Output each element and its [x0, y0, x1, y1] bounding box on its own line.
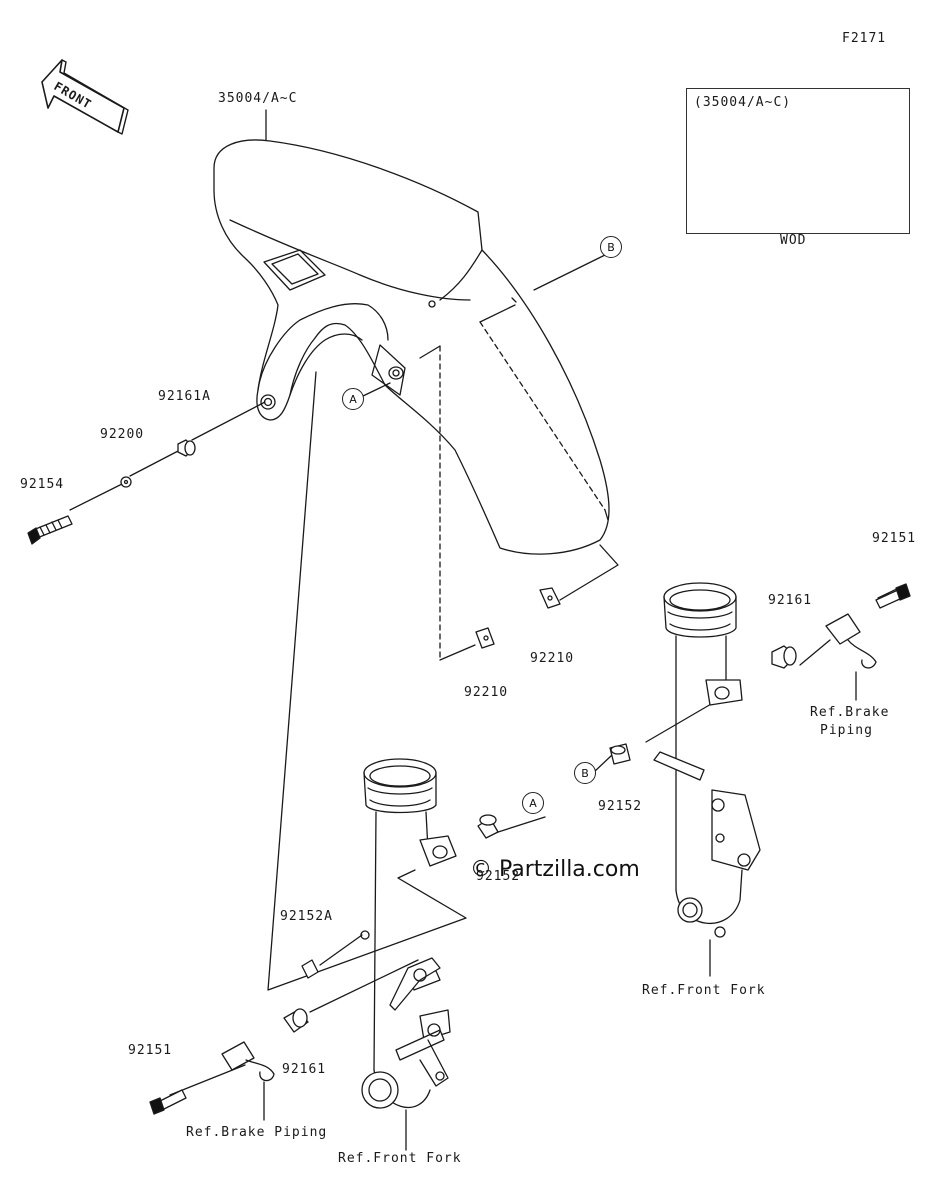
nut-92210-left-part: [475, 627, 495, 649]
part-label-92200: 92200: [100, 427, 145, 442]
callout-b-fork: B: [574, 762, 596, 784]
ref-front-fork-right: Ref.Front Fork: [642, 983, 766, 998]
part-label-92210-right: 92210: [530, 651, 575, 666]
part-label-92152-b: 92152: [598, 799, 643, 814]
left-fork-part: [360, 758, 457, 1109]
callout-a-fender: A: [342, 388, 364, 410]
callout-b-fender: B: [600, 236, 622, 258]
part-label-92161-left: 92161: [282, 1062, 327, 1077]
part-label-92151-left: 92151: [128, 1043, 173, 1058]
inset-caption: WOD: [780, 233, 807, 248]
part-label-92161a: 92161A: [158, 389, 211, 404]
nut-92210-right-part: [539, 587, 561, 609]
ref-brake-piping-right-line2: Piping: [820, 723, 873, 738]
front-arrow-icon: [41, 59, 129, 135]
figure-code: F2171: [842, 31, 887, 46]
part-label-92161-right: 92161: [768, 593, 813, 608]
inset-title: (35004/A~C): [694, 95, 792, 110]
brake-clamp-left-part: [221, 1041, 275, 1082]
washer-92200-part: [120, 476, 132, 488]
watermark: © Partzilla.com: [470, 857, 640, 882]
part-label-92154: 92154: [20, 477, 65, 492]
front-fender-part: [213, 139, 610, 661]
bolt-92154-part: [27, 515, 73, 545]
part-label-92152a: 92152A: [280, 909, 333, 924]
bolt-92152-a-part: [477, 814, 499, 839]
collar-92161-right-part: [771, 645, 797, 669]
bolt-92151-left-part: [149, 1089, 187, 1115]
bolt-92152-b-part: [609, 743, 631, 765]
part-label-35004: 35004/A~C: [218, 91, 298, 106]
callout-a-fork: A: [522, 792, 544, 814]
reference-leaders: [263, 671, 857, 1151]
inset-box: [686, 88, 910, 234]
collar-92161-left-part: [283, 1008, 309, 1033]
ref-brake-piping-left: Ref.Brake Piping: [186, 1125, 328, 1140]
right-fork-part: [653, 582, 761, 938]
ref-front-fork-left: Ref.Front Fork: [338, 1151, 462, 1166]
bolt-92151-right-part: [875, 583, 911, 609]
bolt-92152a-part: [301, 959, 319, 979]
part-label-92152-a: 92152: [476, 869, 521, 884]
collar-92161a-part: [177, 439, 196, 457]
part-label-92210-left: 92210: [464, 685, 509, 700]
part-label-92151-right: 92151: [872, 531, 917, 546]
ref-brake-piping-right-line1: Ref.Brake: [810, 705, 890, 720]
brake-clamp-right-part: [825, 613, 877, 669]
